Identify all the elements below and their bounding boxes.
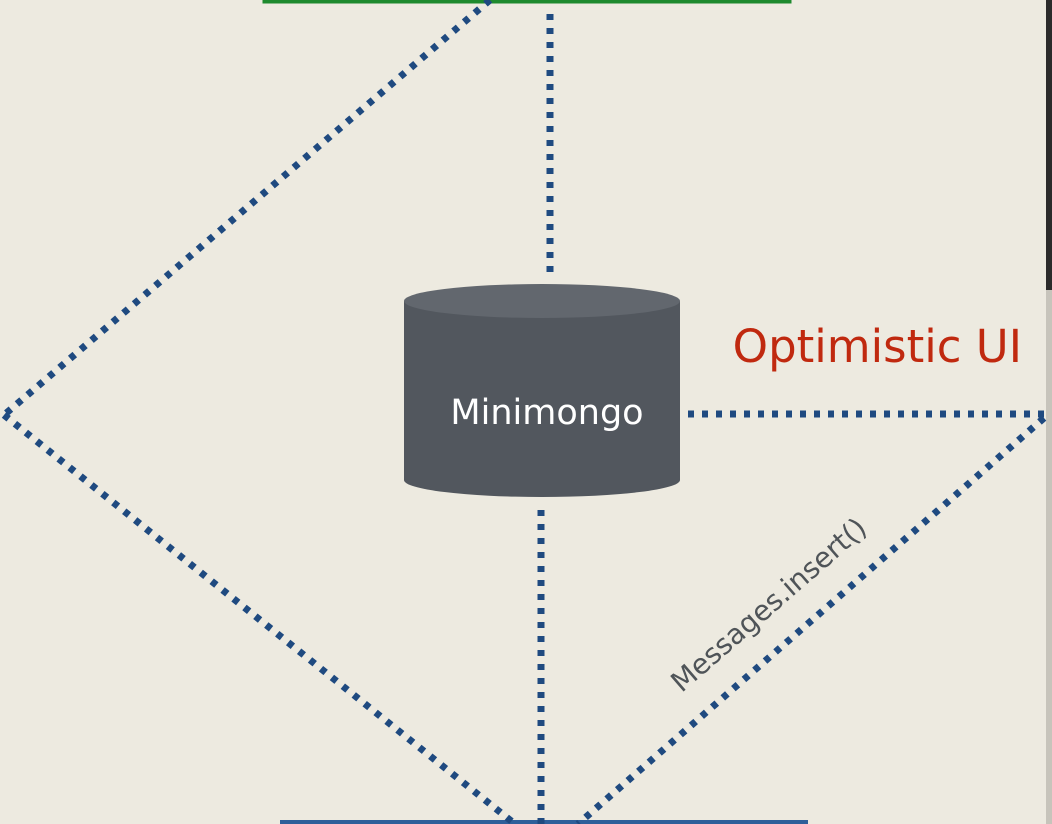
edge-label-messages-insert: Messages.insert() [664,511,873,699]
right-panel-edge-lower [1046,290,1052,824]
connector-left-lower-diagonal [1,412,518,824]
database-cylinder-icon [404,284,680,497]
cylinder-top [404,284,680,318]
right-panel-edge [1046,0,1052,290]
optimistic-ui-heading: Optimistic UI [733,320,1022,373]
cylinder-body [404,301,680,497]
database-label: Minimongo [450,393,643,433]
connector-left-upper-diagonal [1,0,493,418]
top-node-box [262,0,792,4]
connector-right-diagonal [575,415,1047,824]
